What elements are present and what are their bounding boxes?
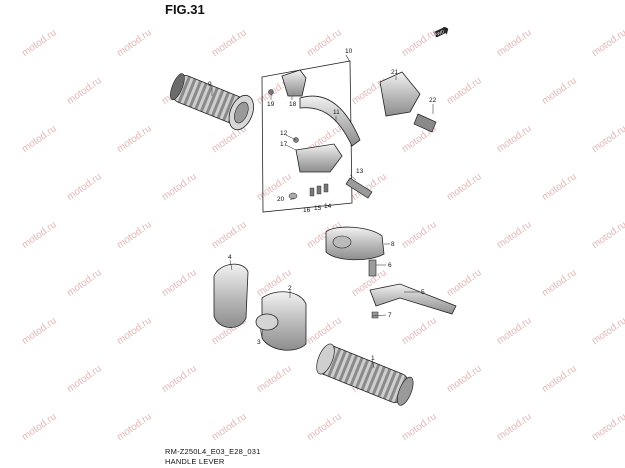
callout-20: 20	[277, 196, 285, 203]
callout-5: 5	[421, 289, 425, 296]
callout-14: 14	[324, 203, 332, 210]
callout-6: 6	[388, 262, 392, 269]
callout-3: 3	[257, 339, 261, 346]
callout-8: 8	[391, 241, 395, 248]
leader-lines	[211, 76, 434, 369]
master-cylinder	[325, 226, 385, 261]
callout-17: 17	[280, 141, 288, 148]
callout-21: 21	[391, 69, 399, 76]
callout-1: 1	[371, 355, 375, 362]
svg-text:FWD: FWD	[434, 29, 446, 37]
callout-18: 18	[289, 101, 297, 108]
small-fasteners	[288, 183, 329, 200]
callout-22: 22	[429, 97, 437, 104]
pivot-bolt	[368, 259, 377, 277]
throttle-housing-cover	[213, 263, 249, 328]
right-grip-bottom	[316, 343, 414, 406]
callout-4: 4	[228, 254, 232, 261]
throttle-ring	[255, 313, 279, 331]
adjuster-screw	[345, 177, 373, 199]
assembly-boundary	[261, 60, 353, 213]
callout-19: 19	[267, 101, 275, 108]
footer-name: HANDLE LEVER	[165, 457, 225, 466]
callout-2: 2	[288, 285, 292, 292]
lever-holder-top	[281, 69, 307, 97]
hot-start-lever	[379, 71, 421, 117]
callout-10: 10	[345, 48, 353, 55]
figure-title: FIG.31	[165, 2, 205, 17]
callout-7: 7	[388, 312, 392, 319]
brake-lever	[369, 283, 457, 315]
lever-perch	[295, 143, 343, 173]
callout-15: 15	[314, 205, 322, 212]
clutch-lever	[299, 95, 361, 147]
callout-12: 12	[280, 130, 288, 137]
left-grip-top	[170, 73, 254, 131]
forward-direction-icon: FWD	[433, 27, 449, 37]
callout-labels: 9 10 19 18 11 21 22 12 17 13 20 16 15 14…	[208, 48, 437, 362]
throttle-case	[261, 291, 307, 351]
callout-11: 11	[333, 109, 340, 116]
callout-9: 9	[208, 81, 212, 88]
footer-code: RM-Z250L4_E03_E28_031	[165, 447, 261, 456]
hot-start-plunger	[413, 113, 437, 133]
callout-13: 13	[356, 168, 364, 175]
callout-16: 16	[303, 207, 311, 214]
